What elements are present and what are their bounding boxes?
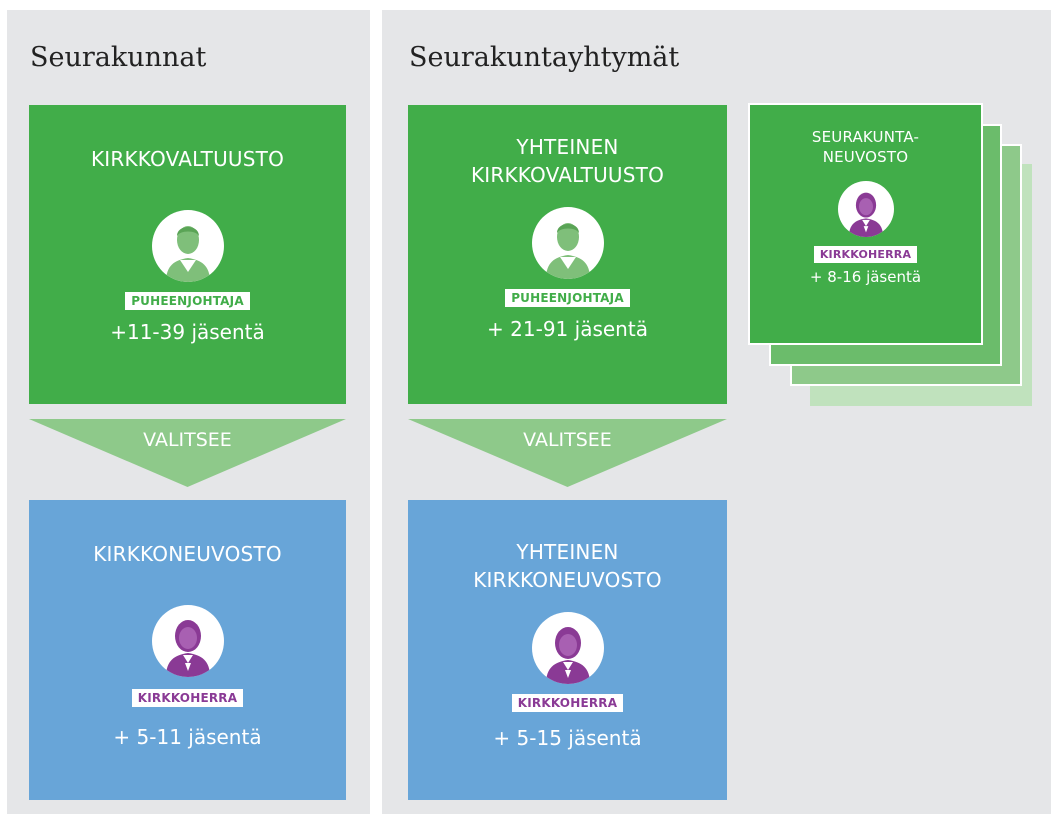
- joint-church-council-title: YHTEINEN KIRKKOVALTUUSTO: [470, 135, 665, 187]
- church-council-title: KIRKKOVALTUUSTO: [90, 147, 285, 171]
- vicar-icon: [151, 605, 224, 677]
- joint-church-board-title: YHTEINEN KIRKKONEUVOSTO: [473, 540, 662, 592]
- vicar-badge: KIRKKOHERRA: [813, 246, 918, 263]
- vicar-icon: [837, 181, 894, 237]
- chairperson-badge: PUHEENJOHTAJA: [505, 289, 630, 307]
- parish-council-title: SEURAKUNTA- NEUVOSTO: [811, 128, 920, 166]
- council-members-count: +11-39 jäsentä: [110, 320, 265, 344]
- vicar-badge: KIRKKOHERRA: [511, 694, 624, 712]
- parish-council-members-count: + 8-16 jäsentä: [809, 268, 922, 286]
- parish-council-box: SEURAKUNTA- NEUVOSTO KIRKKOHERRA + 8-16 …: [748, 103, 983, 345]
- chairperson-icon: [531, 207, 604, 279]
- elects-arrow: [29, 419, 346, 487]
- church-council-box: KIRKKOVALTUUSTO PUHEENJOHTAJA +11-39 jäs…: [29, 105, 346, 404]
- parishes-heading: Seurakunnat: [30, 42, 207, 73]
- board-members-count: + 5-11 jäsentä: [113, 725, 262, 749]
- joint-church-council-box: YHTEINEN KIRKKOVALTUUSTO PUHEENJOHTAJA +…: [408, 105, 727, 404]
- joint-church-board-box: YHTEINEN KIRKKONEUVOSTO KIRKKOHERRA + 5-…: [408, 500, 727, 800]
- elects-arrow: [408, 419, 727, 487]
- elects-label: VALITSEE: [523, 429, 612, 451]
- parish-unions-heading: Seurakuntayhtymät: [409, 42, 680, 73]
- vicar-badge: KIRKKOHERRA: [131, 689, 244, 707]
- chairperson-icon: [151, 210, 224, 282]
- elects-label: VALITSEE: [143, 429, 232, 451]
- church-board-title: KIRKKONEUVOSTO: [93, 542, 282, 566]
- council-members-count: + 21-91 jäsentä: [487, 317, 648, 341]
- chairperson-badge: PUHEENJOHTAJA: [125, 292, 250, 310]
- vicar-icon: [531, 612, 604, 684]
- board-members-count: + 5-15 jäsentä: [493, 726, 642, 750]
- church-board-box: KIRKKONEUVOSTO KIRKKOHERRA + 5-11 jäsent…: [29, 500, 346, 800]
